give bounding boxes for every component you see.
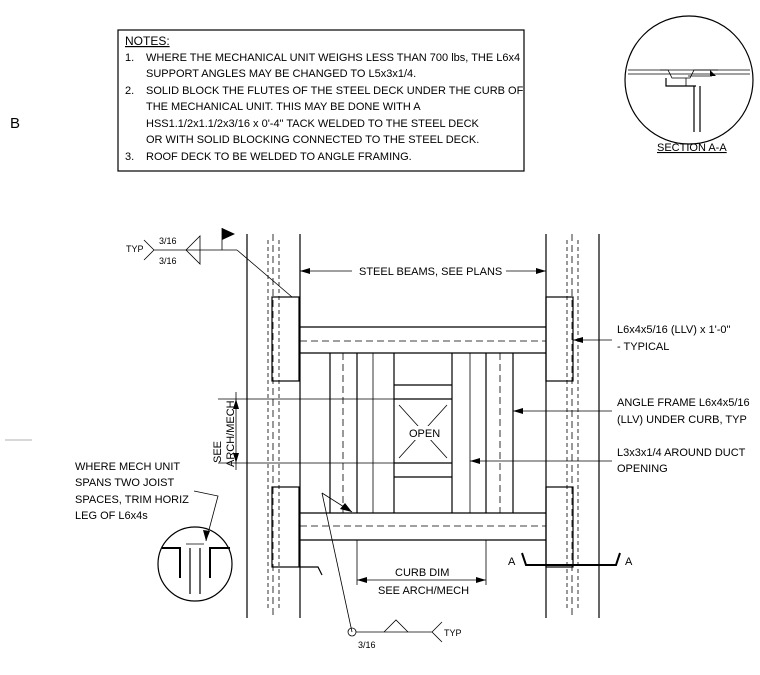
svg-text:1.: 1. <box>125 52 134 64</box>
support-angle-bottom-right <box>545 486 574 568</box>
joist-note-line: SPACES, TRIM HORIZ <box>75 494 189 506</box>
angle-frame-label: ANGLE FRAME L6x4x5/16 <box>617 397 750 409</box>
joist-note-line: LEG OF L6x4s <box>75 510 148 522</box>
support-angle-bottom-left <box>271 486 300 568</box>
weld-symbol-bottom: 3/16 TYP <box>321 492 462 650</box>
weld-typ-top: TYP <box>126 244 144 254</box>
section-mark-right: A <box>625 556 633 568</box>
duct-angle-label-2: OPENING <box>617 463 668 475</box>
weld-size-top: 3/16 <box>159 236 177 246</box>
open-label: OPEN <box>409 428 440 440</box>
curb-dim-label: CURB DIM <box>395 567 449 579</box>
curb-angles <box>329 353 514 513</box>
svg-text:THE MECHANICAL UNIT. THIS MAY: THE MECHANICAL UNIT. THIS MAY BE DONE WI… <box>146 101 421 113</box>
note-line: 1. WHERE THE MECHANICAL UNIT WEIGHS LESS… <box>125 52 520 64</box>
svg-text:3.: 3. <box>125 151 134 163</box>
section-mark-left: A <box>508 556 516 568</box>
note-line: 3. ROOF DECK TO BE WELDED TO ANGLE FRAMI… <box>125 151 412 163</box>
support-angle-top-left <box>271 296 300 382</box>
svg-text:OR WITH SOLID BLOCKING CONNECT: OR WITH SOLID BLOCKING CONNECTED TO THE … <box>146 134 479 146</box>
see-label: SEE <box>212 441 224 463</box>
curb-dimension: CURB DIM SEE ARCH/MECH <box>356 540 487 597</box>
see-arch-mech-dimension: SEE ARCH/MECH <box>212 392 394 470</box>
note-line: HSS1.1/2x1.1/2x3/16 x 0'-4" TACK WELDED … <box>146 118 480 130</box>
weld-typ-bottom: TYP <box>444 628 462 638</box>
weld-size-bottom-symbol: 3/16 <box>358 640 376 650</box>
bottom-angle-frame <box>300 512 546 541</box>
section-title: SECTION A-A <box>657 142 727 154</box>
left-steel-beam <box>246 234 301 618</box>
top-angle-frame <box>300 326 546 354</box>
angle-frame-label-2: (LLV) UNDER CURB, TYP <box>617 414 747 426</box>
note-line: OR WITH SOLID BLOCKING CONNECTED TO THE … <box>146 134 479 146</box>
see-arch-mech-label: SEE ARCH/MECH <box>378 585 469 597</box>
steel-beams-label: STEEL BEAMS, SEE PLANS <box>359 266 502 278</box>
svg-text:SOLID BLOCK THE FLUTES OF THE: SOLID BLOCK THE FLUTES OF THE STEEL DECK… <box>146 85 524 97</box>
joist-note-line: WHERE MECH UNIT <box>75 461 180 473</box>
joist-note: WHERE MECH UNIT SPANS TWO JOIST SPACES, … <box>75 461 219 542</box>
note-line: THE MECHANICAL UNIT. THIS MAY BE DONE WI… <box>146 101 421 113</box>
support-angle-label-typical: - TYPICAL <box>617 341 669 353</box>
notes-box: NOTES: 1. WHERE THE MECHANICAL UNIT WEIG… <box>117 29 525 172</box>
svg-text:SUPPORT ANGLES MAY BE CHANGED: SUPPORT ANGLES MAY BE CHANGED TO L5x3x1/… <box>146 68 416 80</box>
duct-opening: OPEN <box>393 353 453 513</box>
duct-angle-label: L3x3x1/4 AROUND DUCT <box>617 447 746 459</box>
svg-text:WHERE THE MECHANICAL UNIT WEIG: WHERE THE MECHANICAL UNIT WEIGHS LESS TH… <box>146 52 520 64</box>
notes-heading: NOTES: <box>125 34 170 48</box>
weld-symbol-top: TYP 3/16 3/16 <box>126 228 293 298</box>
note-line: 2. SOLID BLOCK THE FLUTES OF THE STEEL D… <box>125 85 524 97</box>
plan-view: OPEN STEEL BEAMS, SEE PLANS L6x4x5/16 (L… <box>212 234 750 618</box>
section-a-a-detail: SECTION A-A <box>624 15 754 154</box>
grid-label: B <box>10 115 20 132</box>
right-leaders <box>470 337 612 464</box>
support-angle-label: L6x4x5/16 (LLV) x 1'-0" <box>617 324 731 336</box>
weld-size-bottom: 3/16 <box>159 256 177 266</box>
joist-detail-bubble <box>157 526 233 602</box>
steel-beams-callout: STEEL BEAMS, SEE PLANS <box>300 266 546 278</box>
support-angle-top-right <box>545 296 574 382</box>
svg-text:2.: 2. <box>125 85 134 97</box>
arch-mech-vertical-label: ARCH/MECH <box>225 400 237 467</box>
note-line: SUPPORT ANGLES MAY BE CHANGED TO L5x3x1/… <box>146 68 416 80</box>
svg-text:HSS1.1/2x1.1/2x3/16 x 0'-4" TA: HSS1.1/2x1.1/2x3/16 x 0'-4" TACK WELDED … <box>146 118 480 130</box>
svg-text:ROOF DECK TO BE WELDED TO ANGL: ROOF DECK TO BE WELDED TO ANGLE FRAMING. <box>146 151 412 163</box>
joist-note-line: SPANS TWO JOIST <box>75 477 174 489</box>
section-cut: A A <box>508 552 633 568</box>
